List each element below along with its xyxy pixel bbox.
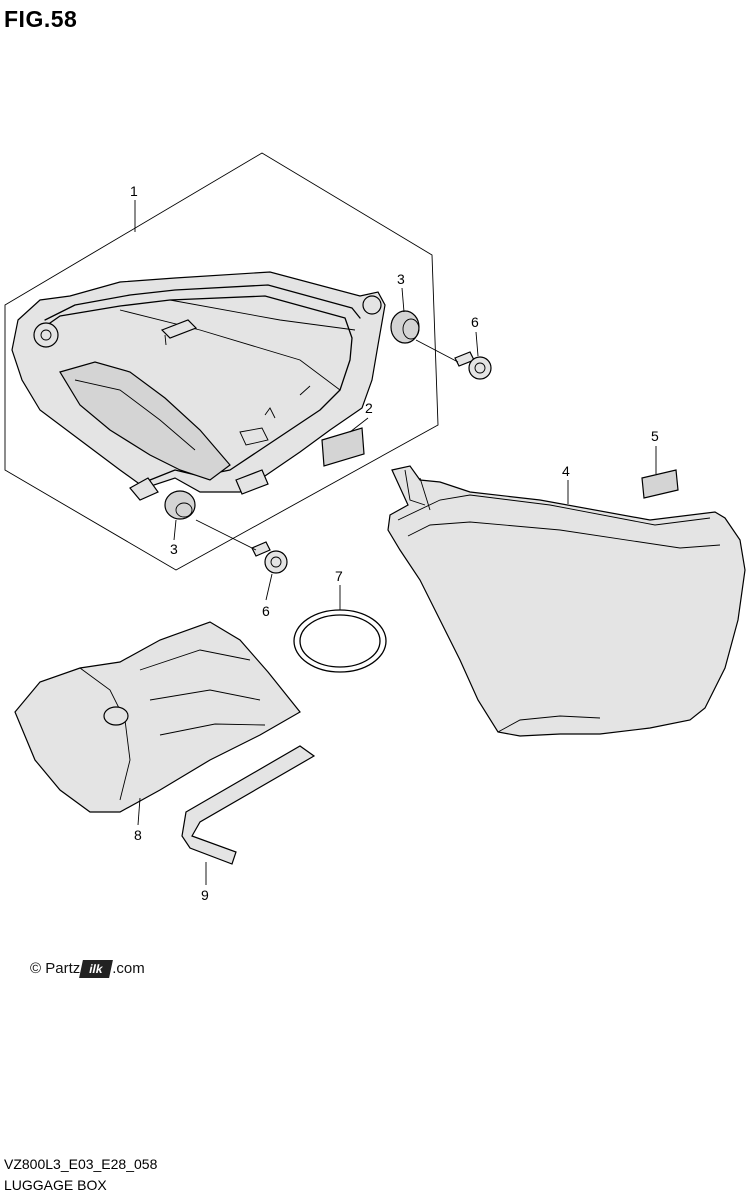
callout-6-upper[interactable]: 6 — [471, 314, 479, 330]
part-9-hex-wrench[interactable] — [181, 745, 316, 865]
callout-8[interactable]: 8 — [134, 827, 142, 843]
callout-2[interactable]: 2 — [365, 400, 373, 416]
copyright-symbol: © — [30, 960, 42, 977]
callout-3-lower[interactable]: 3 — [170, 541, 178, 557]
watermark-brand-start: Partz — [45, 960, 81, 977]
part-2-label[interactable] — [321, 427, 365, 467]
callout-5[interactable]: 5 — [651, 428, 659, 444]
callout-4[interactable]: 4 — [562, 463, 570, 479]
callout-6-lower[interactable]: 6 — [262, 603, 270, 619]
figure-title: FIG.58 — [4, 6, 78, 32]
brand-logo-icon: ilk — [79, 960, 114, 978]
callout-1[interactable]: 1 — [130, 183, 138, 199]
callout-7[interactable]: 7 — [335, 568, 343, 584]
leader-lines — [134, 200, 657, 885]
part-4-side-cover[interactable] — [387, 465, 746, 737]
watermark-brand-end: .com — [112, 960, 145, 977]
model-code: VZ800L3_E03_E28_058 — [4, 1156, 158, 1172]
part-7-o-ring[interactable] — [293, 609, 387, 673]
callout-9[interactable]: 9 — [201, 887, 209, 903]
part-3-grommet-upper[interactable] — [390, 310, 420, 344]
part-6-bolt-upper[interactable] — [454, 351, 492, 380]
part-8-tool-bag[interactable] — [14, 621, 301, 813]
callout-3-upper[interactable]: 3 — [397, 271, 405, 287]
callout-numbers: 1 2 3 3 4 5 6 6 7 8 9 — [130, 183, 659, 903]
part-5-pad[interactable] — [641, 469, 679, 499]
part-3-grommet-lower[interactable] — [164, 490, 196, 520]
part-6-bolt-lower[interactable] — [251, 541, 288, 574]
assembly-outline — [4, 152, 439, 571]
figure-description: LUGGAGE BOX — [4, 1177, 107, 1193]
part-1-luggage-box-frame[interactable] — [11, 271, 386, 501]
